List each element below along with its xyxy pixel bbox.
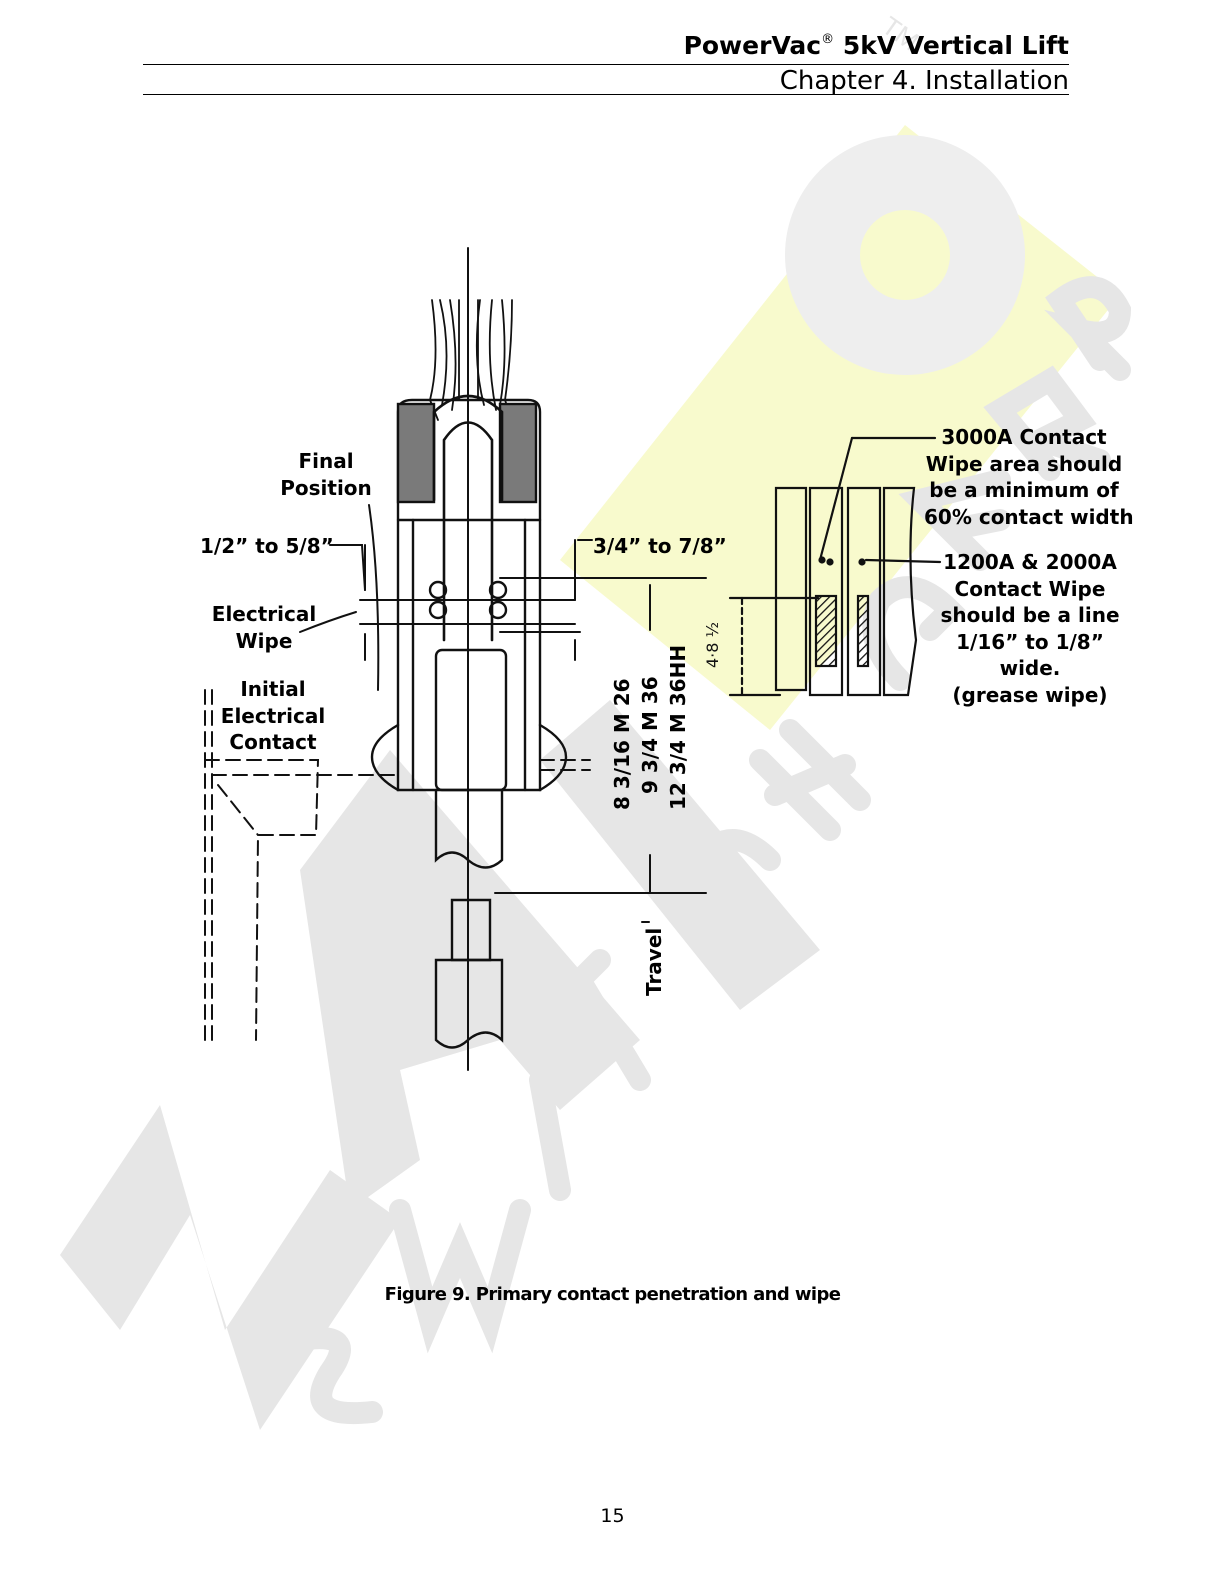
label-line: 60% contact width (924, 504, 1134, 529)
label-line: Contact (229, 730, 317, 754)
label-line: 1/16” to 1/8” (956, 629, 1104, 654)
label-travel: Travel (642, 927, 666, 996)
label-line: 12 3/4 M 36HH (666, 644, 690, 810)
finger-springs (428, 580, 508, 620)
watermark-brand-letters (60, 700, 820, 1430)
label-line: Position (280, 475, 372, 500)
crimp-left (396, 402, 436, 504)
left-boss (370, 723, 400, 792)
label-breaker-models: 8 3/16 M 26 9 3/4 M 36 12 3/4 M 36HH (608, 645, 692, 810)
label-line: 3000A Contact (941, 425, 1107, 449)
stab-tip (442, 421, 494, 642)
label-initial-electrical-contact: Initial Electrical Contact (218, 676, 328, 756)
label-line: be a minimum of (929, 478, 1119, 502)
document-title: PowerVac® 5kV Vertical Lift (684, 31, 1069, 60)
wipe-detail-view (728, 436, 942, 697)
figure-caption: Figure 9. Primary contact penetration an… (384, 1284, 841, 1305)
label-line: 9 3/4 M 36 (638, 676, 662, 794)
chapter-title: Chapter 4. Installation (779, 66, 1069, 96)
label-half-to-five-eighths: 1/2” to 5/8” (200, 534, 334, 558)
header-rule-top (143, 64, 1069, 65)
label-line: (grease wipe) (952, 682, 1108, 707)
detail-scale-mark: 4·8 ½ (703, 622, 722, 668)
label-line: Contact Wipe (954, 576, 1106, 601)
label-line: Wipe area should (925, 451, 1123, 476)
label-line: Electrical (211, 602, 317, 626)
label-3000a-wipe: 3000A Contact Wipe area should be a mini… (924, 424, 1134, 530)
label-three-quarter-to-seven-eighths: 3/4” to 7/8” (593, 534, 727, 558)
initial-position-outline (204, 689, 591, 1041)
label-line: should be a line (940, 603, 1120, 627)
dimension-lines (299, 504, 707, 923)
label-line: wide. (999, 656, 1061, 680)
gear-icon (785, 135, 1025, 375)
label-line: Initial (240, 677, 306, 701)
label-line: 8 3/16 M 26 (610, 678, 634, 810)
contact-sleeve-top (432, 394, 504, 502)
product-suffix: 5kV Vertical Lift (842, 31, 1069, 60)
label-line: Final (298, 449, 354, 473)
registered-mark: ® (821, 32, 835, 47)
stab-lower (450, 898, 492, 962)
page-number: 15 (600, 1505, 625, 1527)
right-boss (538, 723, 568, 792)
label-final-position: Final Position (270, 448, 382, 501)
label-electrical-wipe: Electrical Wipe (206, 601, 322, 654)
label-line: Electrical (220, 703, 326, 728)
label-line: 1200A & 2000A (943, 550, 1117, 574)
label-line: Wipe (235, 628, 293, 653)
cable-strands (429, 299, 513, 421)
product-name: PowerVac (683, 31, 822, 60)
crimp-right (498, 402, 538, 504)
header-rule-bottom (143, 94, 1069, 95)
label-1200a-2000a-wipe: 1200A & 2000A Contact Wipe should be a l… (936, 549, 1124, 708)
stab-body (434, 648, 508, 792)
